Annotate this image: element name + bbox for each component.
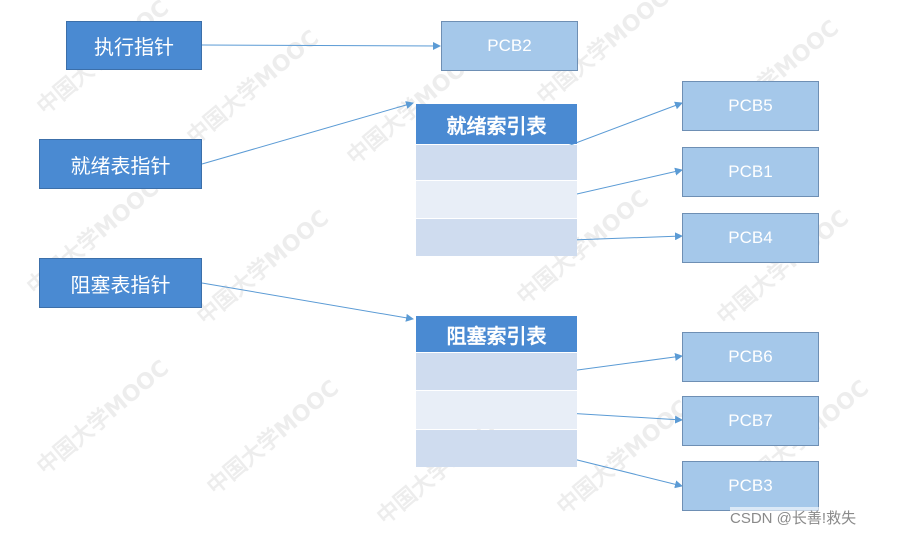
pcb3-box: PCB3 xyxy=(682,461,819,511)
pcb7-box: PCB7 xyxy=(682,396,819,446)
pcb2-box: PCB2 xyxy=(441,21,578,71)
pcb4-box: PCB4 xyxy=(682,213,819,263)
csdn-credit: CSDN @长善!救失 xyxy=(730,507,857,528)
blocked-index-row xyxy=(416,353,577,390)
ready-index-row xyxy=(416,145,577,180)
ready-index-title: 就绪索引表 xyxy=(416,104,577,144)
blocked-index-title: 阻塞索引表 xyxy=(416,316,577,352)
ready-index-row xyxy=(416,181,577,218)
pcb5-box: PCB5 xyxy=(682,81,819,131)
blocked-table-pointer: 阻塞表指针 xyxy=(39,258,202,308)
arrow-blocked-to-index xyxy=(201,282,414,322)
blocked-index-row xyxy=(416,391,577,429)
arrow-exec-to-pcb2 xyxy=(201,41,441,50)
pcb1-box: PCB1 xyxy=(682,147,819,197)
blocked-index-row xyxy=(416,430,577,467)
arrow-ready-to-index xyxy=(201,101,414,165)
exec-pointer: 执行指针 xyxy=(66,21,202,70)
pcb6-box: PCB6 xyxy=(682,332,819,382)
ready-table-pointer: 就绪表指针 xyxy=(39,139,202,189)
ready-index-row xyxy=(416,219,577,256)
